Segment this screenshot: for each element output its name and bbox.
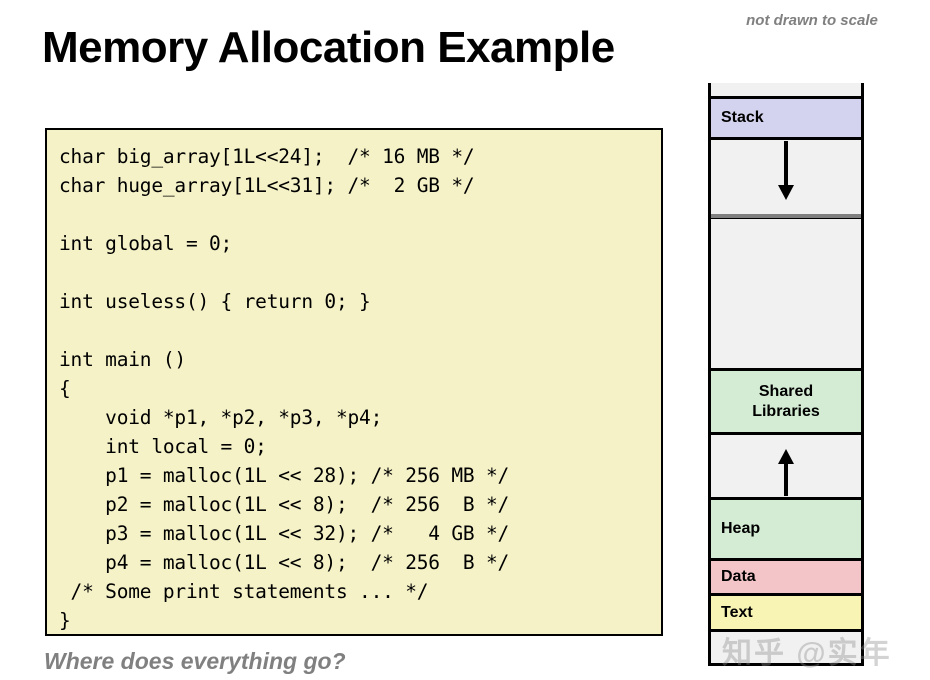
memory-block-stack: Stack [711,96,861,137]
memory-block-unmapped-gap [711,216,861,368]
memory-block-text: Text [711,593,861,629]
arrow-head [778,449,794,464]
page-title: Memory Allocation Example [42,23,615,72]
code-line: void *p1, *p2, *p3, *p4; [59,406,383,429]
memory-block-label: Text [721,603,753,621]
memory-block-bottom-gap [711,629,861,666]
code-block: char big_array[1L<<24]; /* 16 MB */ char … [45,128,663,636]
code-line: int main () [59,348,186,371]
code-line: char big_array[1L<<24]; /* 16 MB */ [59,145,475,168]
memory-block-data: Data [711,558,861,593]
memory-block-label: Libraries [752,402,820,420]
heap-grows-up-arrow-icon [778,449,794,497]
code-line: p3 = malloc(1L << 32); /* 4 GB */ [59,522,510,545]
memory-region-divider [711,214,861,218]
code-line: char huge_array[1L<<31]; /* 2 GB */ [59,174,475,197]
bottom-caption: Where does everything go? [44,648,346,674]
arrow-shaft [784,141,788,187]
code-line: /* Some print statements ... */ [59,580,429,603]
code-line [59,200,661,229]
arrow-head [778,185,794,200]
code-line [59,316,661,345]
code-line: p1 = malloc(1L << 28); /* 256 MB */ [59,464,510,487]
memory-block-label: Heap [721,520,761,537]
memory-block-label: Stack [721,109,764,126]
stack-grows-down-arrow-icon [778,141,794,201]
code-line: int local = 0; [59,435,267,458]
memory-block-top-gap [711,83,861,96]
memory-block-label: Shared [758,382,814,400]
memory-block-label: Data [721,568,756,585]
code-line: p2 = malloc(1L << 8); /* 256 B */ [59,493,510,516]
code-line: int global = 0; [59,232,233,255]
code-listing: char big_array[1L<<24]; /* 16 MB */ char … [59,142,661,635]
not-to-scale-note: not drawn to scale [746,12,878,29]
arrow-shaft [784,462,788,496]
code-line: { [59,377,71,400]
code-line: int useless() { return 0; } [59,290,371,313]
memory-block-heap: Heap [711,497,861,558]
code-line: } [59,609,71,632]
code-line [59,258,661,287]
code-line: p4 = malloc(1L << 8); /* 256 B */ [59,551,510,574]
